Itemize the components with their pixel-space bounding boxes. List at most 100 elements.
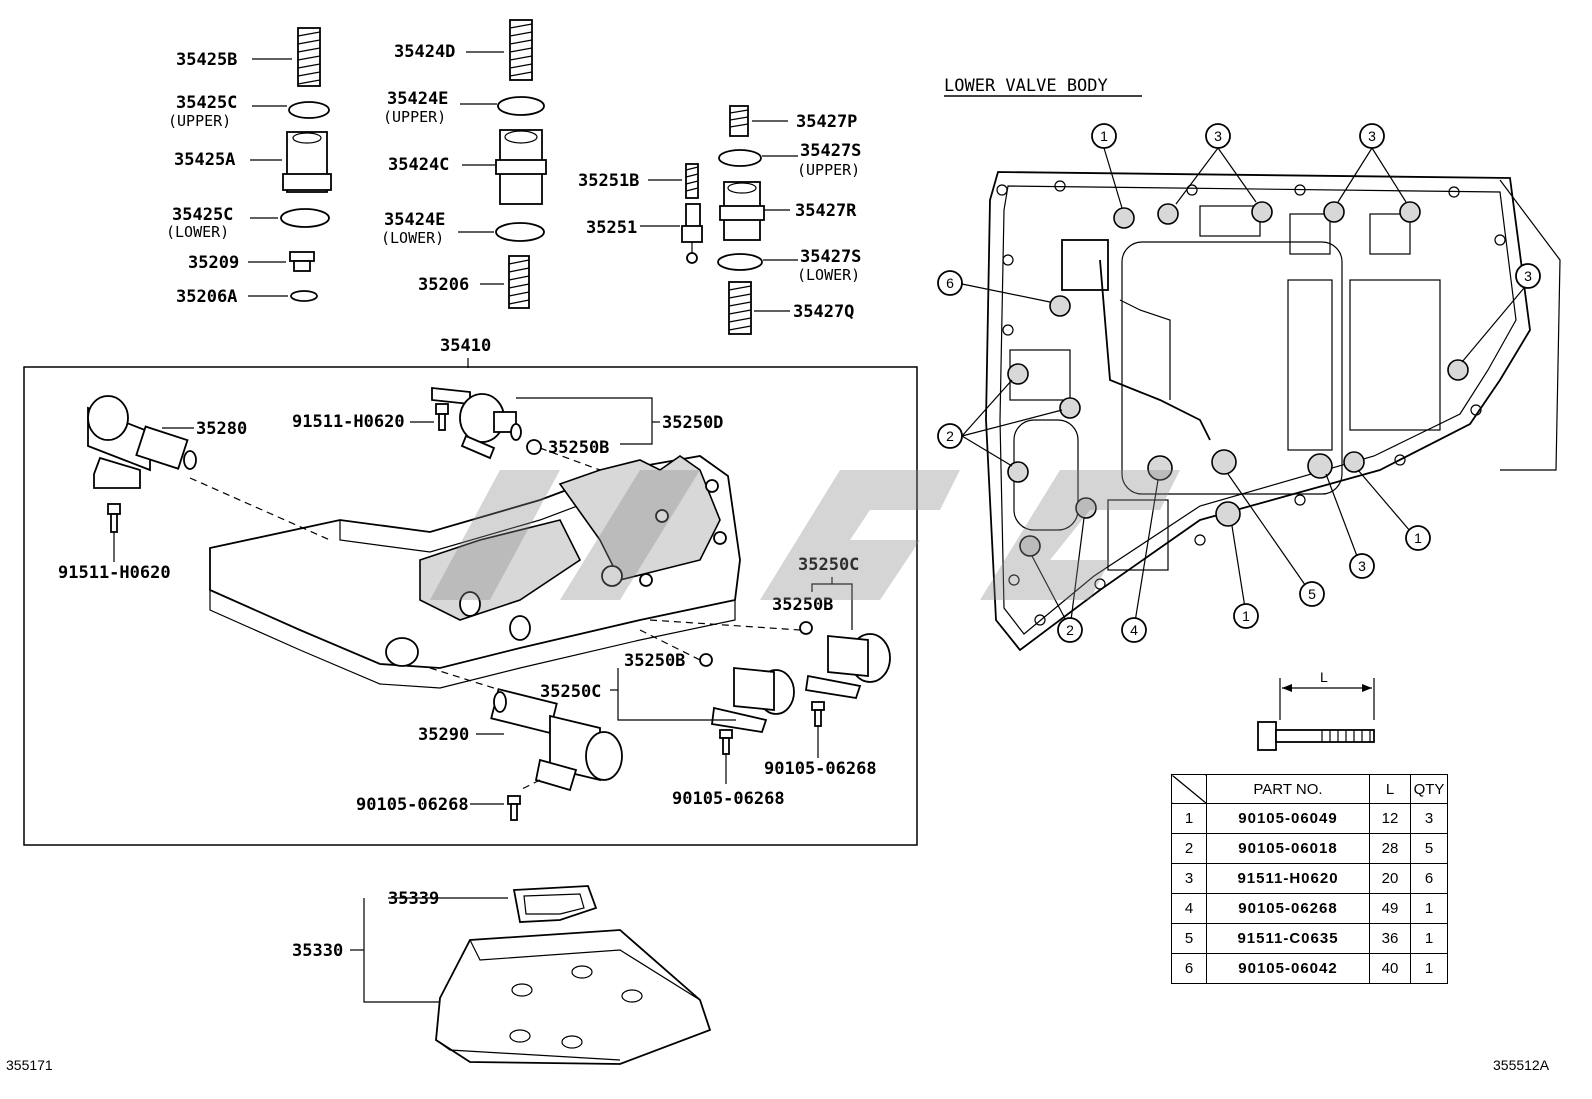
bolt-parts-table: PART NO. L QTY 1 90105-06049 12 3 2 9010…: [1171, 774, 1448, 984]
clip-35206A: [290, 290, 318, 302]
row-length: 40: [1369, 953, 1411, 984]
label-lower-2: (LOWER): [381, 229, 444, 247]
callout-4: 4: [1121, 617, 1147, 643]
label-35425B: 35425B: [176, 50, 237, 70]
label-35250B-right: 35250B: [772, 595, 833, 615]
oring-35425C-lower: [280, 208, 330, 228]
label-35427R: 35427R: [795, 201, 857, 221]
label-35251: 35251: [586, 218, 637, 238]
bolt-91511-left: [107, 503, 121, 533]
lower-valve-body-title: LOWER VALVE BODY: [944, 76, 1108, 96]
svg-text:3: 3: [1214, 128, 1222, 144]
spring-35206: [508, 255, 530, 309]
callout-2-bottom: 2: [1057, 617, 1083, 643]
row-index: 6: [1171, 953, 1207, 984]
length-symbol-label: L: [1320, 669, 1328, 685]
row-part-no: 90105-06268: [1206, 893, 1370, 924]
label-35209: 35209: [188, 253, 239, 273]
label-35206: 35206: [418, 275, 469, 295]
svg-text:3: 3: [1368, 128, 1376, 144]
solenoid-35250C-middle: [710, 667, 795, 734]
table-row: 3 91511-H0620 20 6: [1171, 863, 1448, 894]
table-header-l: L: [1369, 774, 1411, 804]
callout-6: 6: [937, 270, 963, 296]
spring-35251B: [685, 163, 699, 199]
bolt-length-diagram: [1257, 678, 1375, 751]
row-qty: 1: [1410, 953, 1448, 984]
label-35424D: 35424D: [394, 42, 455, 62]
watermark: [430, 470, 1180, 600]
callout-1-top: 1: [1091, 123, 1117, 149]
callout-3-bottom: 3: [1349, 553, 1375, 579]
label-upper-3: (UPPER): [797, 161, 860, 179]
diagram-code-right: 355512A: [1493, 1057, 1550, 1073]
row-part-no: 90105-06042: [1206, 953, 1370, 984]
svg-text:5: 5: [1308, 586, 1316, 602]
label-35424C: 35424C: [388, 155, 449, 175]
label-35250D: 35250D: [662, 413, 723, 433]
label-35339: 35339: [388, 889, 439, 909]
label-35330: 35330: [292, 941, 343, 961]
label-35427S-upper: 35427S: [800, 141, 861, 161]
strainer-35330: [435, 929, 712, 1065]
bolt-90105-right: [811, 701, 825, 727]
row-qty: 1: [1410, 923, 1448, 954]
row-length: 36: [1369, 923, 1411, 954]
row-part-no: 91511-H0620: [1206, 863, 1370, 894]
table-corner-cell: [1171, 774, 1207, 804]
table-row: 5 91511-C0635 36 1: [1171, 923, 1448, 954]
solenoid-35290: [490, 688, 623, 792]
label-35425C-upper: 35425C: [176, 93, 237, 113]
label-lower-3: (LOWER): [797, 266, 860, 284]
spring-35424D: [509, 19, 533, 81]
sleeve-35427R: [719, 181, 765, 241]
callout-1-bottom: 1: [1233, 603, 1259, 629]
label-91511-H0620-left: 91511-H0620: [58, 563, 171, 583]
table-header-qty: QTY: [1410, 774, 1448, 804]
table-header-row: PART NO. L QTY: [1171, 774, 1448, 804]
row-index: 3: [1171, 863, 1207, 894]
svg-text:2: 2: [1066, 622, 1074, 638]
bolt-90105-middle: [719, 729, 733, 755]
row-part-no: 90105-06049: [1206, 803, 1370, 834]
row-index: 5: [1171, 923, 1207, 954]
spring-35427P: [729, 105, 749, 137]
label-35250C-middle: 35250C: [540, 682, 601, 702]
svg-text:6: 6: [946, 275, 954, 291]
label-90105-06268-left: 90105-06268: [356, 795, 469, 815]
label-35290: 35290: [418, 725, 469, 745]
row-qty: 5: [1410, 833, 1448, 864]
label-90105-06268-right: 90105-06268: [764, 759, 877, 779]
callout-5: 5: [1299, 581, 1325, 607]
table-header-part-no: PART NO.: [1206, 774, 1370, 804]
gasket-35339: [512, 885, 598, 923]
table-row: 1 90105-06049 12 3: [1171, 803, 1448, 834]
label-35250B-top: 35250B: [548, 438, 609, 458]
callout-leaders: [961, 147, 1525, 629]
svg-text:3: 3: [1524, 268, 1532, 284]
valve-body-assembly-box: [23, 366, 918, 846]
table-row: 4 90105-06268 49 1: [1171, 893, 1448, 924]
spring-35427Q: [728, 281, 752, 335]
solenoid-35250C-right: [804, 633, 891, 700]
callout-3-top-a: 3: [1205, 123, 1231, 149]
callout-3-right: 3: [1515, 263, 1541, 289]
bolt-90105-left: [507, 795, 521, 821]
oring-35425C-upper: [288, 101, 330, 119]
label-35424E-lower: 35424E: [384, 210, 445, 230]
label-35410: 35410: [440, 336, 491, 356]
table-row: 2 90105-06018 28 5: [1171, 833, 1448, 864]
svg-text:1: 1: [1100, 128, 1108, 144]
sleeve-35424C: [495, 129, 547, 205]
row-length: 49: [1369, 893, 1411, 924]
row-index: 4: [1171, 893, 1207, 924]
row-length: 28: [1369, 833, 1411, 864]
label-35427P: 35427P: [796, 112, 857, 132]
svg-text:4: 4: [1130, 622, 1138, 638]
label-35424E-upper: 35424E: [387, 89, 448, 109]
label-lower-1: (LOWER): [166, 223, 229, 241]
label-35251B: 35251B: [578, 171, 639, 191]
label-35250C-right: 35250C: [798, 555, 859, 575]
row-qty: 1: [1410, 893, 1448, 924]
